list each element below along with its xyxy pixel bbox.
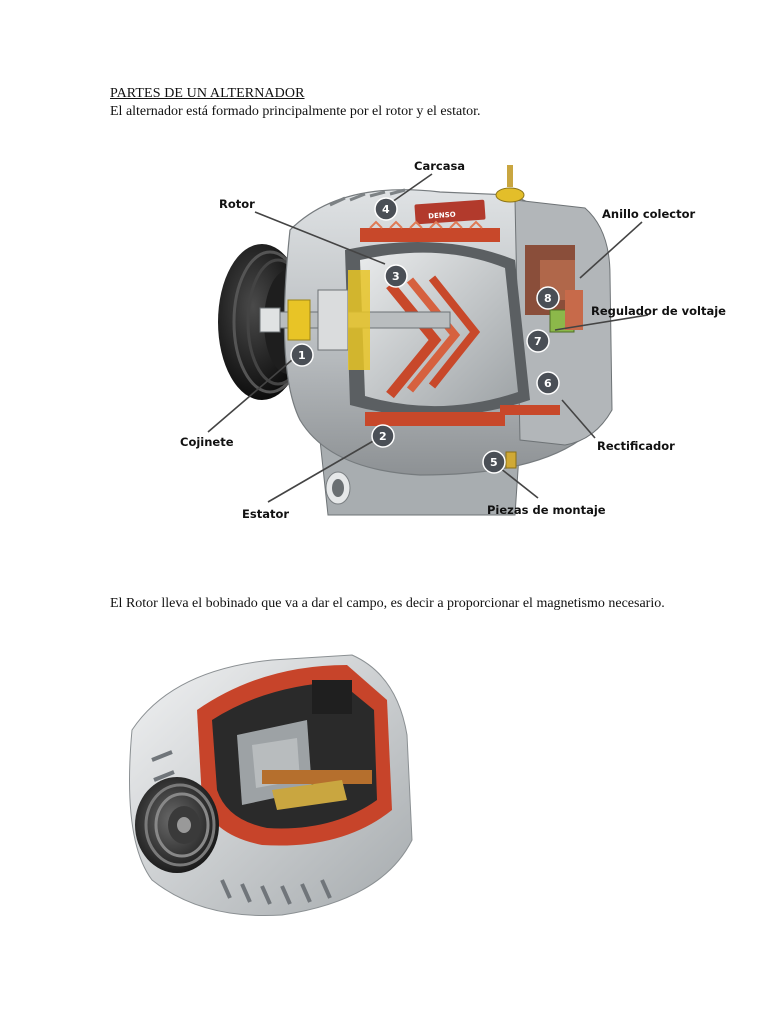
label-rectificador: Rectificador <box>597 439 675 453</box>
label-carcasa: Carcasa <box>414 159 465 173</box>
badge-7: 7 <box>526 329 550 353</box>
badge-5: 5 <box>482 450 506 474</box>
leader-lines <box>207 173 649 503</box>
label-estator: Estator <box>242 507 289 521</box>
intro-paragraph: El alternador está formado principalment… <box>110 104 481 119</box>
svg-text:5: 5 <box>490 456 498 469</box>
rotor-paragraph: El Rotor lleva el bobinado que va a dar … <box>110 596 665 611</box>
badge-8: 8 <box>536 286 560 310</box>
rotor-core <box>345 220 530 426</box>
alternator-diagram: DENSO <box>170 150 730 530</box>
label-anillo-colector: Anillo colector <box>602 207 695 221</box>
svg-text:7: 7 <box>534 335 542 348</box>
svg-text:6: 6 <box>544 377 552 390</box>
photo-pulley <box>135 777 219 873</box>
badge-4: 4 <box>374 197 398 221</box>
photo-cutaway <box>197 665 392 846</box>
alternator-photo <box>112 640 432 930</box>
mounting-screw <box>505 451 517 469</box>
svg-text:2: 2 <box>379 430 387 443</box>
badge-6: 6 <box>536 371 560 395</box>
badge-2: 2 <box>371 424 395 448</box>
svg-text:3: 3 <box>392 270 400 283</box>
shaft <box>259 270 451 370</box>
terminal-bolt <box>495 165 525 203</box>
page-title: PARTES DE UN ALTERNADOR <box>110 86 305 101</box>
badge-1: 1 <box>290 343 314 367</box>
badge-3: 3 <box>384 264 408 288</box>
label-rotor: Rotor <box>219 197 255 211</box>
svg-text:4: 4 <box>382 203 390 216</box>
label-piezas-montaje: Piezas de montaje <box>487 503 606 517</box>
label-cojinete: Cojinete <box>180 435 234 449</box>
label-regulador: Regulador de voltaje <box>591 304 726 318</box>
brand-plate-text: DENSO <box>428 211 456 221</box>
svg-text:1: 1 <box>298 349 306 362</box>
svg-text:8: 8 <box>544 292 552 305</box>
